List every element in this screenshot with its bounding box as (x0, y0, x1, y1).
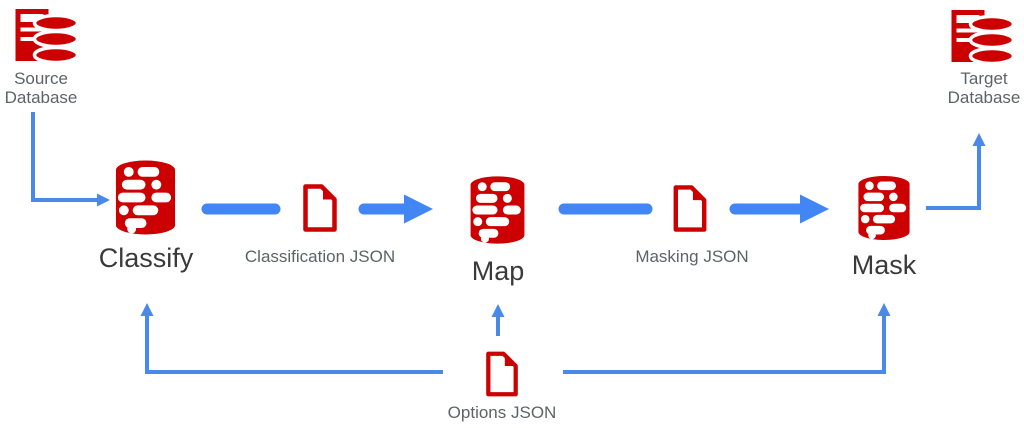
classification-json-document-icon (302, 183, 338, 233)
classify-database-icon (112, 158, 179, 237)
arrow-mask-to-target (926, 133, 986, 210)
source-database-icon (14, 8, 80, 66)
mask-label: Mask (851, 250, 917, 280)
options-json-document-icon (485, 350, 519, 398)
map-label: Map (471, 256, 525, 286)
arrow-source-to-classify (31, 112, 110, 207)
target-database-label: Target Database (947, 69, 1021, 107)
mask-database-icon (855, 172, 913, 244)
arrow-masking-json-to-mask (729, 194, 829, 224)
arrow-options-json-to-map (491, 304, 505, 336)
arrow-options-json-to-mask (563, 303, 891, 374)
options-json-label: Options JSON (447, 403, 557, 422)
target-database-icon (950, 9, 1016, 67)
arrow-classification-json-to-map (358, 194, 433, 224)
classify-label: Classify (98, 243, 194, 273)
source-database-label: Source Database (4, 69, 78, 107)
map-database-icon (467, 173, 528, 247)
arrow-options-json-to-classify (140, 303, 443, 374)
classification-json-label: Classification JSON (244, 247, 396, 266)
masking-json-document-icon (672, 184, 708, 233)
masking-json-label: Masking JSON (635, 247, 749, 266)
